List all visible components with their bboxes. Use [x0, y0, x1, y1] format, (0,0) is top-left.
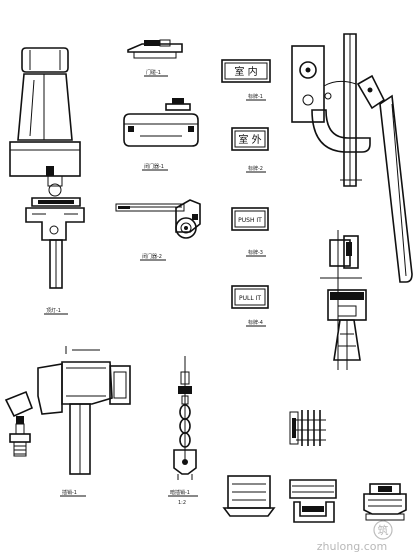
label-sign-push: 标牌-3 — [248, 249, 263, 256]
watermark: 筑 zhulong.com — [317, 520, 393, 553]
label-latch: 插销-1 — [62, 489, 77, 496]
sign-outer-text: 室 外 — [238, 133, 261, 146]
sign-pull: PULL IT 标牌-4 — [231, 285, 269, 327]
watermark-badge: 筑 — [378, 523, 389, 537]
sign-inner-text: 室 内 — [234, 65, 257, 78]
rail-fitting-drawing — [289, 479, 337, 523]
label-cap-lamp: 顶灯-1 — [46, 307, 61, 314]
chain-bolt-drawing: 暗插销-1 1:2 — [168, 356, 198, 506]
label-sign-outer: 标牌-2 — [248, 165, 263, 172]
floor-stop-drawing — [363, 483, 407, 521]
sign-outer: 室 外 标牌-2 — [231, 127, 269, 173]
label-chain-bolt: 暗插销-1 — [170, 489, 190, 496]
label-small-hinge: 门碰-1 — [146, 69, 161, 76]
window-handle-drawing — [291, 33, 413, 283]
label-door-closer: 闭门器-1 — [144, 163, 164, 170]
closer-arm-drawing: 闭门器-2 — [115, 199, 201, 261]
cap-lamp-drawing: 顶灯-1 — [9, 47, 85, 315]
label-chain-sub: 1:2 — [178, 500, 186, 506]
watermark-site: zhulong.com — [317, 540, 387, 553]
latch-drawing — [320, 230, 367, 370]
small-hinge-drawing: 门碰-1 — [127, 39, 183, 77]
latch-bolt-drawing: 插销-1 — [4, 346, 131, 497]
grille-drawing — [289, 410, 326, 446]
sign-push: PUSH IT 标牌-3 — [231, 207, 269, 257]
sign-push-text: PUSH IT — [238, 217, 262, 224]
stopper-drawing — [222, 475, 276, 517]
label-sign-inner: 标牌-1 — [248, 93, 263, 100]
sign-inner: 室 内 标牌-1 — [221, 59, 271, 101]
label-closer-arm: 闭门器-2 — [142, 253, 162, 260]
sign-pull-text: PULL IT — [239, 295, 261, 302]
label-sign-pull: 标牌-4 — [248, 319, 263, 326]
door-closer-drawing: 闭门器-1 — [123, 98, 199, 171]
